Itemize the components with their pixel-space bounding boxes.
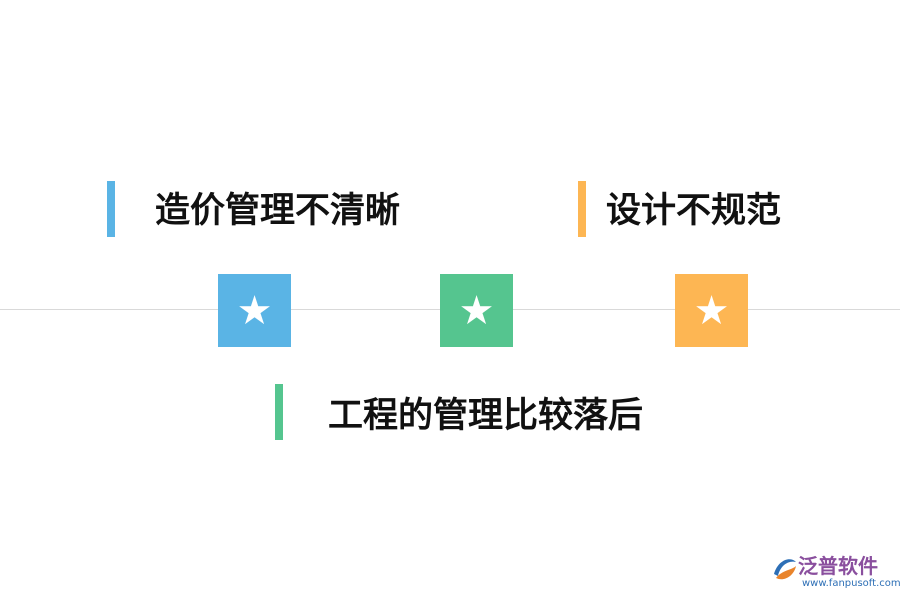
item-label: 工程的管理比较落后: [328, 396, 644, 436]
accent-bar-orange: [578, 181, 586, 237]
star-marker-blue: ★: [218, 274, 291, 347]
logo-mark-icon: [774, 559, 796, 580]
star-icon: ★: [693, 287, 730, 334]
logo-name: 泛普软件: [798, 554, 878, 578]
item-label: 设计不规范: [606, 191, 782, 231]
accent-bar-green: [275, 384, 283, 440]
star-marker-green: ★: [440, 274, 513, 347]
accent-bar-blue: [107, 181, 115, 237]
star-marker-orange: ★: [675, 274, 748, 347]
star-icon: ★: [458, 287, 495, 334]
item-label: 造价管理不清晰: [155, 191, 401, 231]
brand-logo: 泛普软件 www.fanpusoft.com: [770, 552, 900, 594]
star-icon: ★: [236, 287, 273, 334]
logo-url: www.fanpusoft.com: [802, 578, 900, 589]
